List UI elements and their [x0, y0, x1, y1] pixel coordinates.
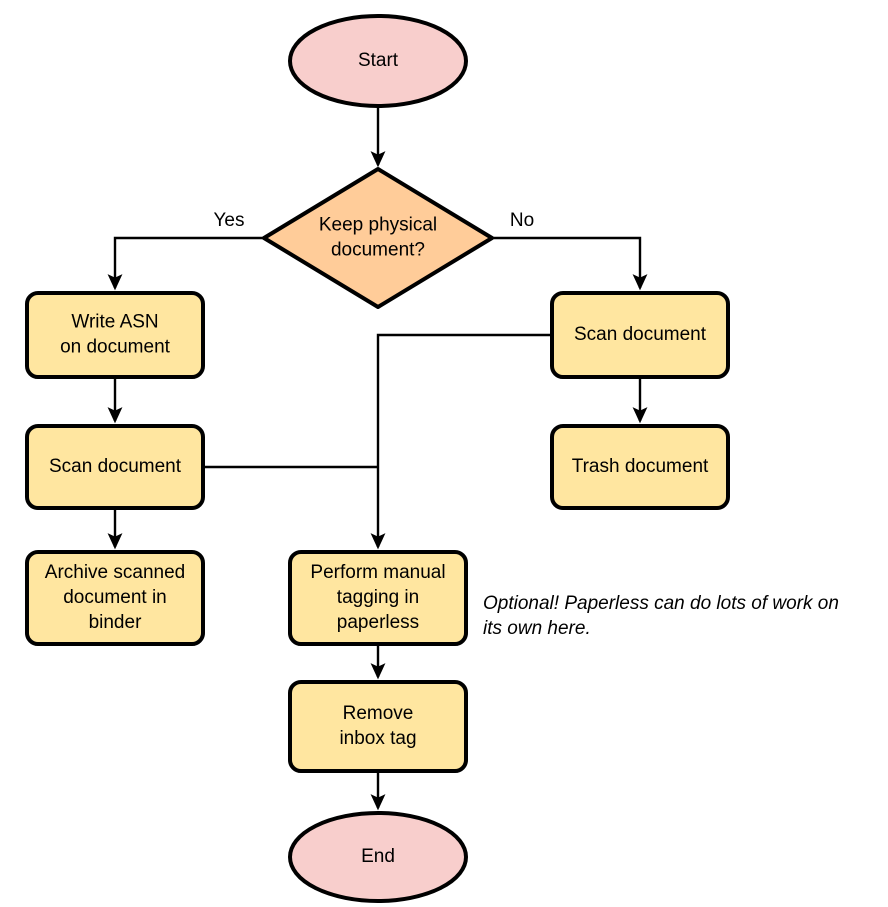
edge-path [492, 236, 648, 291]
edge-label-decision-no-to-scan-document-right: No [510, 210, 534, 231]
edge-decision-no-to-scan-document-right: No [492, 210, 648, 291]
edge-scan-document-right-to-manual-tagging [370, 333, 552, 550]
node-label: document in [63, 587, 167, 608]
edge-label-decision-yes-to-write-asn: Yes [214, 210, 245, 231]
terminator-ellipse[interactable] [288, 811, 468, 903]
node-label: Start [358, 50, 399, 71]
annotation-optional-note: Optional! Paperless can do lots of work … [483, 593, 839, 639]
process-rect[interactable] [550, 291, 730, 379]
node-label: Write ASN [71, 312, 158, 333]
process-rect[interactable] [550, 424, 730, 510]
node-label: Trash document [572, 456, 709, 477]
node-label: Archive scanned [45, 562, 185, 583]
annotations-layer: Optional! Paperless can do lots of work … [483, 593, 839, 639]
edge-path [370, 333, 552, 550]
node-label: paperless [337, 612, 419, 633]
node-label: Keep physical [319, 215, 437, 236]
edge-decision-yes-to-write-asn: Yes [107, 210, 264, 291]
node-label: Scan document [49, 456, 182, 477]
node-label: document? [331, 240, 425, 261]
annotation-line: its own here. [483, 618, 591, 639]
process-rect[interactable] [25, 291, 205, 379]
node-label: binder [89, 612, 142, 633]
node-label: Remove [343, 703, 414, 724]
node-write-asn-on-document[interactable]: Write ASN on document [25, 291, 205, 379]
node-perform-manual-tagging-in-paperless[interactable]: Perform manual tagging in paperless [288, 550, 468, 646]
node-label: inbox tag [339, 728, 416, 749]
node-label: Perform manual [310, 562, 445, 583]
decision-diamond[interactable] [262, 167, 494, 309]
node-trash-document[interactable]: Trash document [550, 424, 730, 510]
node-label: Scan document [574, 324, 707, 345]
annotation-line: Optional! Paperless can do lots of work … [483, 593, 839, 614]
node-remove-inbox-tag[interactable]: Remove inbox tag [288, 680, 468, 773]
node-start[interactable]: Start [288, 14, 468, 108]
terminator-ellipse[interactable] [288, 14, 468, 108]
node-scan-document-right[interactable]: Scan document [550, 291, 730, 379]
node-archive-scanned-document-in-binder[interactable]: Archive scanned document in binder [25, 550, 205, 646]
node-label: tagging in [337, 587, 419, 608]
edge-path [107, 236, 264, 291]
process-rect[interactable] [25, 424, 205, 510]
process-rect[interactable] [288, 550, 468, 646]
node-keep-physical-document[interactable]: Keep physical document? [262, 167, 494, 309]
node-scan-document-left[interactable]: Scan document [25, 424, 205, 510]
process-rect[interactable] [288, 680, 468, 773]
node-label: on document [60, 337, 171, 358]
node-end[interactable]: End [288, 811, 468, 903]
edges-layer: Yes No [107, 106, 648, 811]
node-label: End [361, 846, 395, 867]
process-rect[interactable] [25, 550, 205, 646]
